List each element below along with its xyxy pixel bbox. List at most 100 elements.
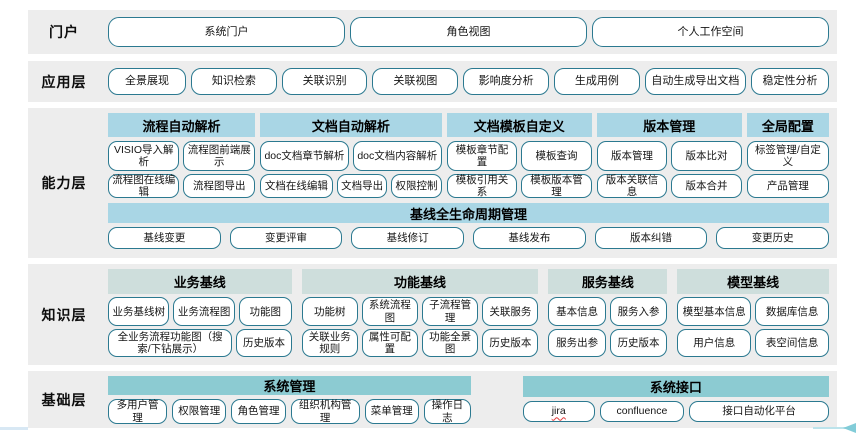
knowledge-box: 历史版本 [609, 328, 668, 357]
app-box: 全景展现 [108, 68, 186, 95]
confluence-box: confluence [599, 400, 685, 422]
group-row: 版本管理 版本比对 [596, 141, 742, 171]
capability-box: 版本合并 [671, 174, 742, 198]
capability-box: 文档导出 [336, 174, 388, 198]
knowledge-group-service-baseline: 服务基线 基本信息 服务入参 服务出参 历史版本 [548, 269, 668, 360]
foundation-box: 权限管理 [172, 399, 227, 424]
portal-content: 系统门户 角色视图 个人工作空间 [100, 10, 837, 54]
layer-band-portal: 门户 系统门户 角色视图 个人工作空间 [28, 10, 837, 54]
knowledge-group-business-baseline: 业务基线 业务基线树 业务流程图 功能图 全业务流程功能图（搜索/下钻展示） 历… [108, 269, 292, 360]
capability-box: 流程图导出 [183, 174, 255, 198]
capability-box: 文档在线编辑 [259, 174, 333, 198]
capability-box: 模板引用关系 [446, 174, 518, 198]
knowledge-box: 历史版本 [482, 328, 539, 357]
knowledge-box: 模型基本信息 [677, 297, 752, 326]
layer-label-portal: 门户 [49, 24, 79, 40]
knowledge-box: 系统流程图 [361, 297, 419, 326]
foundation-gap [471, 376, 523, 422]
group-row: 功能树 系统流程图 子流程管理 关联服务 [301, 297, 539, 326]
foundation-group-system-interface: 系统接口 jira confluence 接口自动化平台 [522, 376, 829, 422]
foundation-box: 组织机构管理 [290, 399, 360, 424]
capability-box: 模板查询 [521, 141, 592, 171]
foundation-box: 菜单管理 [364, 399, 419, 424]
app-box: 关联视图 [372, 68, 459, 95]
layer-label-knowledge: 知识层 [41, 306, 87, 323]
bottom-left-accent-line [0, 427, 28, 430]
baseline-box: 基线发布 [473, 227, 586, 249]
application-content: 全景展现 知识检索 关联识别 关联视图 影响度分析 生成用例 自动生成导出文档 … [100, 61, 837, 102]
slide-corner-cut [0, 0, 24, 48]
portal-box-personal-workspace: 个人工作空间 [592, 17, 829, 47]
knowledge-box: 数据库信息 [755, 297, 830, 326]
group-header: 版本管理 [596, 113, 742, 137]
bottom-right-accent-line [813, 427, 847, 429]
group-row: 全业务流程功能图（搜索/下钻展示） 历史版本 [108, 328, 292, 357]
baseline-box: 基线修订 [351, 227, 465, 249]
foundation-box: 多用户管理 [108, 399, 168, 424]
app-box: 自动生成导出文档 [644, 68, 747, 95]
jira-label: jira [551, 405, 566, 418]
capability-group-template-custom: 文档模板自定义 模板章节配置 模板查询 模板引用关系 模板版本管理 [446, 113, 592, 198]
layer-band-knowledge: 知识层 业务基线 业务基线树 业务流程图 功能图 全业务流程功能图（搜索/下钻展… [28, 264, 837, 365]
baseline-lifecycle-header: 基线全生命周期管理 [108, 203, 829, 223]
group-row: 基本信息 服务入参 [548, 297, 668, 326]
app-box: 关联识别 [281, 68, 368, 95]
capability-box: 版本比对 [671, 141, 742, 171]
knowledge-box: 关联业务规则 [301, 328, 358, 357]
foundation-box: 操作日志 [423, 399, 471, 424]
knowledge-box: 业务流程图 [173, 297, 235, 326]
portal-box-role-view: 角色视图 [350, 17, 587, 47]
layer-band-application: 应用层 全景展现 知识检索 关联识别 关联视图 影响度分析 生成用例 自动生成导… [28, 61, 837, 102]
group-row: 关联业务规则 属性可配置 功能全景图 历史版本 [301, 328, 539, 357]
group-row: 产品管理 [746, 174, 829, 198]
capability-box: VISIO导入解析 [108, 141, 180, 171]
capability-content: 流程自动解析 VISIO导入解析 流程图前端展示 流程图在线编辑 流程图导出 文… [100, 108, 837, 258]
capability-group-version-mgmt: 版本管理 版本管理 版本比对 版本关联信息 版本合并 [596, 113, 742, 198]
group-row: jira confluence 接口自动化平台 [522, 400, 829, 422]
knowledge-box: 历史版本 [236, 328, 292, 357]
group-header: 流程自动解析 [108, 113, 255, 137]
capability-group-process-parsing: 流程自动解析 VISIO导入解析 流程图前端展示 流程图在线编辑 流程图导出 [108, 113, 255, 198]
group-row: 文档在线编辑 文档导出 权限控制 [259, 174, 442, 198]
capability-box: 权限控制 [391, 174, 442, 198]
group-row: 模型基本信息 数据库信息 [677, 297, 830, 326]
capability-group-doc-parsing: 文档自动解析 doc文档章节解析 doc文档内容解析 文档在线编辑 文档导出 权… [259, 113, 442, 198]
interface-automation-box: 接口自动化平台 [689, 400, 829, 422]
app-box: 稳定性分析 [751, 68, 829, 95]
foundation-group-system-mgmt: 系统管理 多用户管理 权限管理 角色管理 组织机构管理 菜单管理 操作日志 [108, 376, 471, 424]
baseline-row: 基线变更 变更评审 基线修订 基线发布 版本纠错 变更历史 [108, 227, 830, 249]
knowledge-box: 功能全景图 [422, 328, 479, 357]
layer-label-foundation: 基础层 [41, 391, 87, 408]
group-row: 用户信息 表空间信息 [677, 328, 830, 357]
knowledge-box: 用户信息 [677, 328, 752, 357]
group-row: doc文档章节解析 doc文档内容解析 [259, 141, 442, 171]
capability-box: 流程图在线编辑 [108, 174, 180, 198]
knowledge-box: 表空间信息 [755, 328, 830, 357]
baseline-box: 基线变更 [108, 227, 221, 249]
group-row: 业务基线树 业务流程图 功能图 [108, 297, 292, 326]
group-row: 版本关联信息 版本合并 [596, 174, 742, 198]
group-header: 全局配置 [746, 113, 829, 137]
knowledge-box: 关联服务 [482, 297, 539, 326]
foundation-box: 角色管理 [231, 399, 286, 424]
group-row: VISIO导入解析 流程图前端展示 [108, 141, 255, 171]
capability-box: doc文档内容解析 [352, 141, 442, 171]
group-row: 服务出参 历史版本 [548, 328, 668, 357]
group-header: 服务基线 [548, 269, 668, 295]
jira-box: jira [522, 400, 595, 422]
capability-box: 版本关联信息 [596, 174, 668, 198]
knowledge-box: 功能图 [238, 297, 292, 326]
capability-box: 标签管理/自定义 [746, 141, 829, 171]
capability-box: 版本管理 [596, 141, 668, 171]
baseline-box: 变更评审 [229, 227, 343, 249]
capability-box: 流程图前端展示 [183, 141, 255, 171]
app-box: 知识检索 [190, 68, 277, 95]
app-box: 生成用例 [553, 68, 640, 95]
knowledge-box: 全业务流程功能图（搜索/下钻展示） [108, 328, 233, 357]
left-arrow-icon [843, 423, 856, 433]
group-row: 模板引用关系 模板版本管理 [446, 174, 592, 198]
layer-label-capability: 能力层 [41, 175, 87, 191]
knowledge-box: 基本信息 [548, 297, 606, 326]
capability-group-global-config: 全局配置 标签管理/自定义 产品管理 [746, 113, 829, 198]
